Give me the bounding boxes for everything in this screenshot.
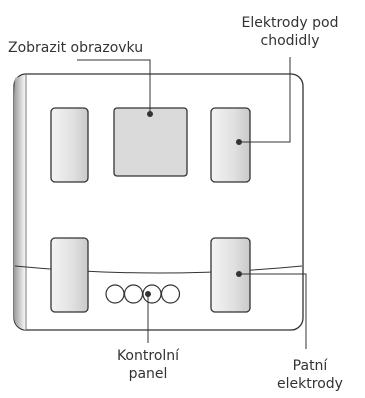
control-buttons bbox=[105, 284, 181, 304]
leader-display bbox=[77, 59, 153, 117]
sole-electrodes-label-line2: chodidly bbox=[260, 33, 320, 49]
sole-electrodes-label-line1: Elektrody pod bbox=[241, 15, 339, 31]
heel-electrode-left bbox=[50, 237, 89, 313]
control-button bbox=[160, 284, 181, 304]
display-label-text: Zobrazit obrazovku bbox=[8, 40, 144, 56]
sole-electrode-right bbox=[210, 107, 251, 183]
heel-electrodes-label-line1: Patní bbox=[292, 358, 328, 374]
control-button bbox=[123, 284, 144, 304]
display-screen bbox=[113, 107, 188, 177]
sole-electrodes-label: Elektrody pod chodidly bbox=[222, 14, 358, 50]
heel-electrodes-label: Patní elektrody bbox=[266, 357, 354, 393]
display-label: Zobrazit obrazovku bbox=[8, 39, 143, 57]
control-panel-label: Kontrolní panel bbox=[98, 347, 198, 383]
control-panel-label-line1: Kontrolní bbox=[116, 348, 180, 364]
control-panel-label-line2: panel bbox=[128, 366, 168, 382]
sole-electrode-left bbox=[50, 107, 89, 183]
heel-electrodes-label-line2: elektrody bbox=[277, 376, 343, 392]
control-button bbox=[105, 284, 125, 304]
scale-side-shading bbox=[14, 75, 26, 330]
leader-sole-electrodes bbox=[236, 57, 291, 145]
heel-electrode-right bbox=[210, 237, 251, 313]
leader-heel-electrodes bbox=[236, 271, 307, 349]
leader-control-panel bbox=[145, 291, 151, 343]
